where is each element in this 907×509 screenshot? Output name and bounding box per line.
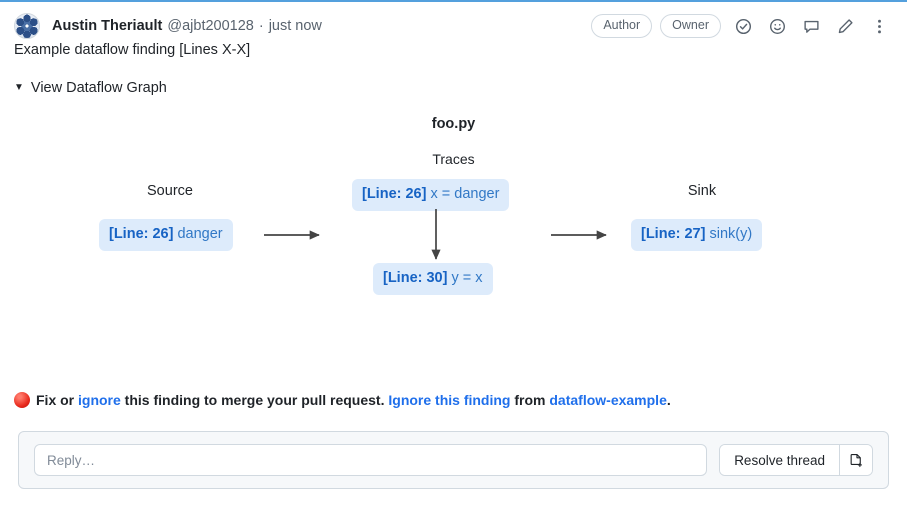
new-file-plus-icon[interactable] [839,445,872,475]
graph-node-trace-1[interactable]: [Line: 26] x = danger [352,179,510,211]
graph-traces-heading: Traces [432,151,475,167]
emoji-smiley-icon[interactable] [765,14,789,38]
caret-down-icon: ▼ [14,82,24,93]
fix-or-ignore-message: Fix or ignore this finding to merge your… [14,392,671,408]
reply-bar: Resolve thread [18,431,889,489]
author-name[interactable]: Austin Theriault [52,18,163,34]
node-code: danger [177,226,223,242]
project-link[interactable]: dataflow-example [549,392,667,408]
red-circle-icon [14,392,30,408]
ignore-this-finding-link[interactable]: Ignore this finding [388,392,511,408]
graph-node-source[interactable]: [Line: 26] danger [99,219,233,251]
node-line-number: [Line: 26] [362,186,427,202]
tasklist-check-icon[interactable] [731,14,755,38]
fix-middle: this finding to merge your pull request. [120,392,389,408]
kebab-menu-icon[interactable] [867,14,891,38]
header-actions: Author Owner [591,13,891,39]
node-code: y = x [451,270,483,286]
fix-prefix: Fix or [36,392,79,408]
graph-node-sink[interactable]: [Line: 27] sink(y) [631,219,763,251]
reply-input[interactable] [34,444,708,476]
badge-owner: Owner [660,13,721,39]
top-divider [0,0,907,2]
graph-file-name: foo.py [431,116,476,132]
node-code: x = danger [430,186,500,202]
view-dataflow-graph-toggle[interactable]: ▼ View Dataflow Graph [14,80,167,96]
node-line-number: [Line: 30] [383,270,448,286]
separator-dot: · [258,18,264,34]
graph-sink-label: Sink [687,183,717,199]
fix-period: . [666,392,671,408]
arrow-trace-to-sink-icon [551,230,607,240]
avatar[interactable] [14,13,40,39]
fix-from: from [510,392,550,408]
resolve-thread-button[interactable]: Resolve thread [720,445,839,475]
author-handle[interactable]: @ajbt200128 [167,18,254,34]
node-code: sink(y) [709,226,753,242]
node-line-number: [Line: 26] [109,226,174,242]
finding-title: Example dataflow finding [Lines X-X] [14,42,251,58]
graph-source-label: Source [147,183,193,199]
view-dataflow-graph-label: View Dataflow Graph [30,80,167,96]
dataflow-graph: foo.py Traces Source Sink [Line: 26] dan… [0,108,907,358]
arrow-source-to-trace-icon [264,230,320,240]
reply-actions: Resolve thread [719,444,873,476]
edit-pencil-icon[interactable] [833,14,857,38]
node-line-number: [Line: 27] [641,226,706,242]
arrow-trace1-to-trace2-icon [431,209,441,260]
badge-author: Author [591,13,653,39]
quote-reply-icon[interactable] [799,14,823,38]
graph-node-trace-2[interactable]: [Line: 30] y = x [373,263,493,295]
timestamp[interactable]: just now [268,18,322,34]
ignore-link[interactable]: ignore [78,392,121,408]
comment-header: Austin Theriault @ajbt200128 · just now … [0,10,907,42]
